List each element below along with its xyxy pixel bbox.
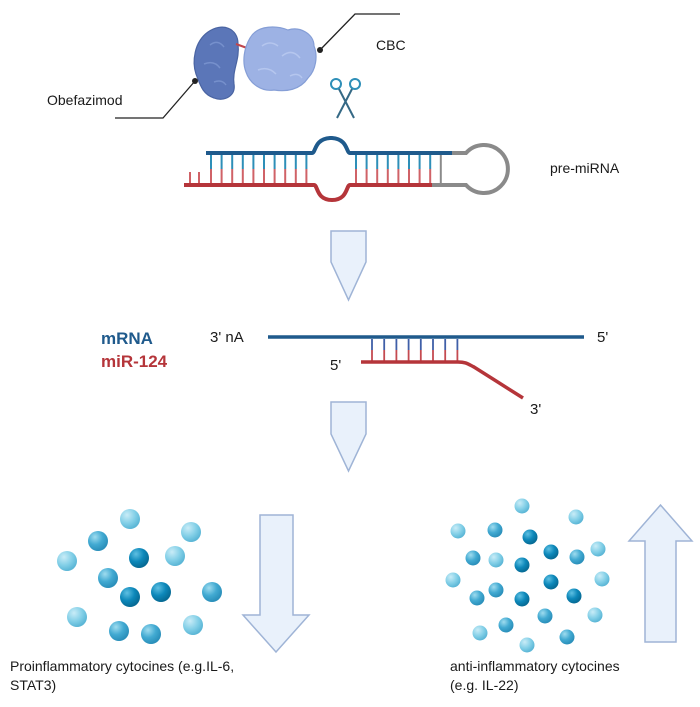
antiinflammatory-label-line2: (e.g. IL-22) [450, 677, 518, 693]
cytokine [57, 551, 77, 571]
cytokine [67, 607, 87, 627]
down-arrow-icon [330, 401, 367, 473]
cytokine [165, 546, 185, 566]
cbc-leader-line [317, 13, 400, 53]
duplex-base-pairs [371, 339, 459, 361]
cytokine [566, 588, 582, 604]
cytokine [594, 571, 610, 587]
down-arrow-icon [330, 230, 367, 302]
cytokine [98, 568, 118, 588]
decrease-arrow-icon [241, 514, 311, 654]
cytokine [120, 587, 140, 607]
cbc-label: CBC [376, 37, 406, 53]
mir124-strand [361, 360, 524, 400]
pre-mirna-hairpin [184, 136, 510, 203]
proinflammatory-cytokines [57, 509, 222, 644]
pre-mirna-bottom-strand [184, 183, 432, 203]
cytokine [181, 522, 201, 542]
scissors-icon [330, 78, 361, 119]
protein-link [235, 43, 248, 49]
cytokine [569, 549, 585, 565]
cytokine [141, 624, 161, 644]
cytokine [590, 541, 606, 557]
mrna-legend-label: mRNA [101, 329, 153, 348]
cytokine [568, 509, 584, 525]
cytokine [514, 591, 530, 607]
base-pairs [189, 155, 442, 183]
cytokine [514, 498, 530, 514]
cytokine [88, 531, 108, 551]
cytokine [450, 523, 466, 539]
cytokine [522, 529, 538, 545]
cytokine [183, 615, 203, 635]
mrna-5prime-label: 5' [597, 329, 608, 346]
cytokine [498, 617, 514, 633]
cytokine [120, 509, 140, 529]
mrna-mir-duplex [268, 335, 584, 400]
mir-3prime-label: 3' [530, 401, 541, 418]
pre-mirna-top-strand [206, 136, 452, 155]
cytokine [202, 582, 222, 602]
cytokine [587, 607, 603, 623]
increase-arrow-icon [627, 503, 694, 643]
proinflammatory-label-line1: Proinflammatory cytocines (e.g.IL-6, [10, 658, 234, 674]
cytokine [109, 621, 129, 641]
cytokine [543, 544, 559, 560]
proinflammatory-label-line2: STAT3) [10, 677, 56, 693]
cytokine [487, 522, 503, 538]
mrna-3prime-label: 3' nA [210, 329, 244, 346]
antiinflammatory-label-line1: anti-inflammatory cytocines [450, 658, 620, 674]
mir124-legend-label: miR-124 [101, 352, 168, 371]
pre-mirna-label: pre-miRNA [550, 160, 620, 176]
pre-mirna-loop [432, 143, 510, 195]
cytokine [488, 582, 504, 598]
cytokine [519, 637, 535, 653]
cytokine [514, 557, 530, 573]
cytokine [465, 550, 481, 566]
cytokine [151, 582, 171, 602]
cbc-protein [243, 26, 317, 92]
cytokine [488, 552, 504, 568]
obefazimod-protein [193, 26, 239, 100]
cytokine [537, 608, 553, 624]
cytokine [469, 590, 485, 606]
obefazimod-leader-line [115, 78, 198, 119]
cytokine [472, 625, 488, 641]
obefazimod-label: Obefazimod [47, 92, 122, 108]
cytokine [445, 572, 461, 588]
cytokine [559, 629, 575, 645]
mir-5prime-label: 5' [330, 357, 341, 374]
cytokine [543, 574, 559, 590]
cytokine [129, 548, 149, 568]
antiinflammatory-cytokines [445, 498, 610, 653]
